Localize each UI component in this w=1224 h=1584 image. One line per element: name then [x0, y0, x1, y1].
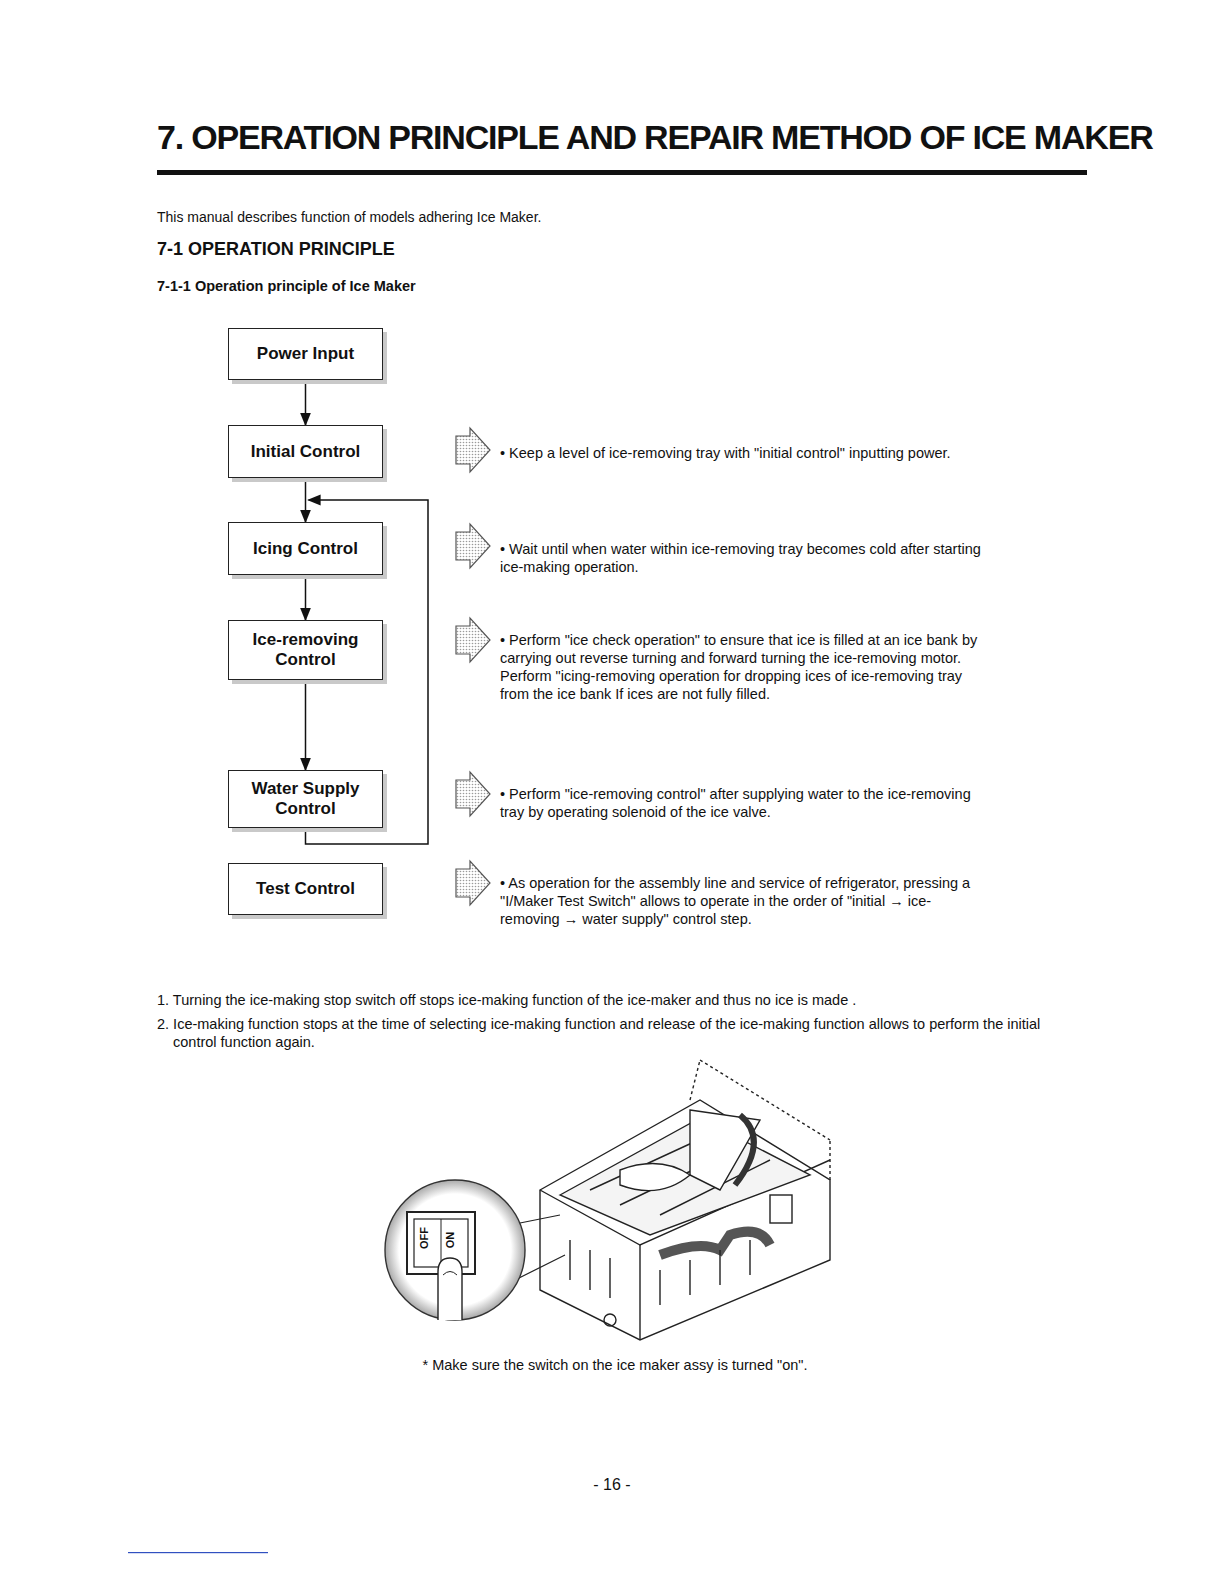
process-box: Power Input	[228, 328, 383, 380]
step-description: • As operation for the assembly line and…	[500, 874, 990, 928]
pointer-arrows	[456, 428, 490, 905]
flow-connector	[305, 478, 307, 522]
box-label: Initial Control	[251, 442, 361, 462]
flow-connector	[305, 575, 307, 620]
switch-marking: OFF	[418, 1227, 430, 1249]
step-description: • Wait until when water within ice-remov…	[500, 540, 990, 576]
section-text: This manual describes function of models…	[157, 208, 857, 226]
box-label: Ice-removing Control	[239, 630, 372, 670]
box-label: Icing Control	[253, 539, 358, 559]
step-description: • Keep a level of ice-removing tray with…	[500, 444, 990, 462]
note-item: 2. Ice-making function stops at the time…	[157, 1015, 1077, 1051]
flow-connector	[305, 380, 307, 425]
note-item: 1. Turning the ice-making stop switch of…	[157, 991, 1077, 1009]
step-description: • Perform "ice-removing control" after s…	[500, 785, 990, 821]
footer-rule	[128, 1552, 268, 1553]
ice-maker-drawing	[540, 1060, 830, 1340]
title-rule	[157, 170, 1087, 175]
step-description: • Perform "ice check operation" to ensur…	[500, 631, 990, 703]
page-number: - 16 -	[562, 1476, 662, 1494]
box-label: Test Control	[256, 879, 355, 899]
section-text: 7-1-1 Operation principle of Ice Maker	[157, 277, 657, 295]
process-box: Water Supply Control	[228, 770, 383, 828]
switch-marking: ON	[444, 1232, 456, 1249]
page-title: 7. OPERATION PRINCIPLE AND REPAIR METHOD…	[157, 118, 1153, 157]
box-label: Power Input	[257, 344, 354, 364]
section-text: 7-1 OPERATION PRINCIPLE	[157, 240, 657, 258]
box-label: Water Supply Control	[239, 779, 372, 819]
switch-magnifier	[385, 1180, 565, 1320]
process-box: Ice-removing Control	[228, 620, 383, 680]
process-box: Icing Control	[228, 522, 383, 575]
flow-connector	[305, 680, 307, 770]
figure-caption: * Make sure the switch on the ice maker …	[380, 1356, 850, 1374]
process-box: Test Control	[228, 863, 383, 915]
process-box: Initial Control	[228, 425, 383, 478]
